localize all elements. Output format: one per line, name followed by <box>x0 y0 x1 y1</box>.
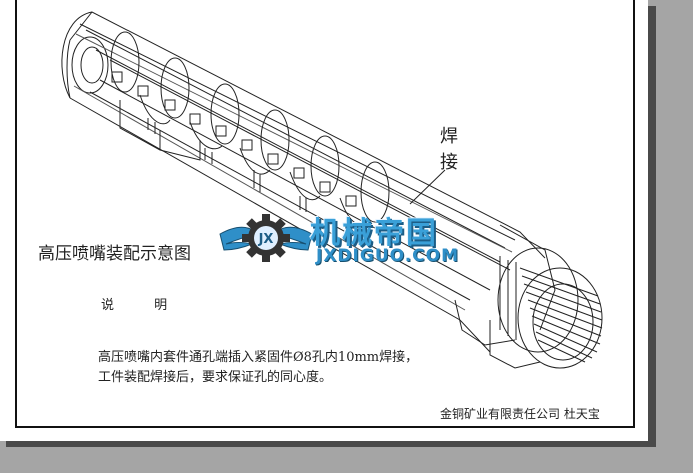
watermark-domain: JXDIGUO.COM <box>316 246 460 266</box>
gear-wings-icon: JX <box>219 214 313 262</box>
notes-heading: 说 明 <box>101 298 186 313</box>
tube-outline-top <box>69 11 546 259</box>
weld-label: 焊接 <box>440 126 458 173</box>
watermark-name: 机械帝国 <box>310 216 438 251</box>
sheet-shadow-bottom <box>6 441 656 447</box>
nozzle-assembly-drawing <box>61 11 603 369</box>
drawing-frame <box>15 0 635 428</box>
note-line: 工件装配焊接后，要求保证孔的同心度。 <box>98 370 333 385</box>
weld-leader-line <box>409 169 446 205</box>
nozzle-fittings <box>111 71 357 212</box>
company-signature: 金铜矿业有限责任公司 杜天宝 <box>440 407 600 421</box>
diagram-title: 高压喷嘴装配示意图 <box>38 244 191 264</box>
watermark: JX 机械帝国 JXDIGUO.COM <box>218 204 518 276</box>
tube-left-end <box>61 11 93 99</box>
emblem-letters: JX <box>258 232 274 247</box>
tube-ring-sections <box>110 31 390 226</box>
threaded-end <box>454 224 603 369</box>
note-line: 高压喷嘴内套件通孔端插入紧固件Ø8孔内10mm焊接， <box>98 350 419 365</box>
sheet-shadow-right <box>648 6 656 446</box>
